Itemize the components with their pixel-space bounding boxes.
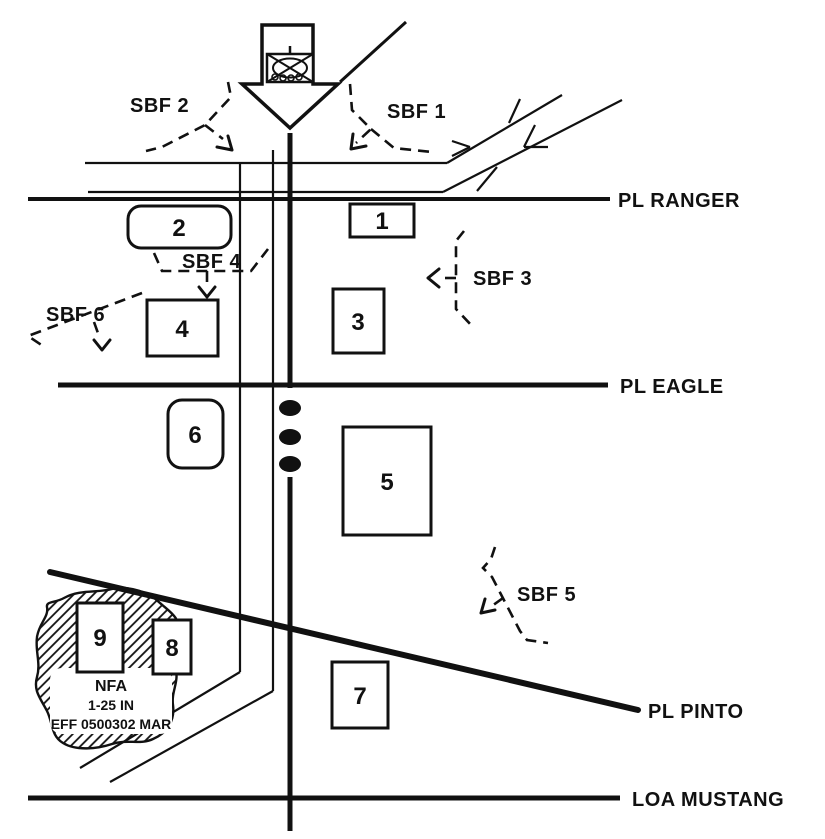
objective-boxes: 1 2 3 4 5 6 7 8 9 [75,202,433,730]
sbf-2-graphic: SBF 2 [130,81,234,153]
objective-box-5 [341,425,433,537]
sbf-5-label: SBF 5 [517,584,576,606]
box-3-label: 3 [351,309,364,336]
box-1-label: 1 [375,208,388,235]
box-9-label: 9 [93,625,106,652]
route-dot [279,456,301,472]
infantry-saltire [266,53,314,83]
sbf-2-line [204,123,224,141]
sbf-1-label: SBF 1 [387,101,446,123]
pl-eagle-label: PL EAGLE [620,376,724,398]
sbf-2-label: SBF 2 [130,95,189,117]
box-8-label: 8 [165,635,178,662]
road-tick [451,139,471,149]
sbf-2-line [145,81,233,153]
sbf-1-graphic: SBF 1 [348,83,446,154]
nfa-title: NFA [95,678,127,695]
pl-ranger-label: PL RANGER [618,190,740,212]
sbf-1-arrowhead [349,132,368,151]
sbf-graphics: SBF 1 SBF 2 SBF 3 SBF 4 SBF 5 [25,81,576,645]
route-dot [279,429,301,445]
sbf-5-line [491,596,504,608]
objective-box-6 [166,398,225,470]
sbf-3-line [454,230,474,328]
center-route-dots [279,400,301,472]
road-tick [476,166,498,192]
nfa-unit: 1-25 IN [88,697,134,713]
objective-box-9 [75,601,125,674]
box-7-label: 7 [353,683,366,710]
sbf-2-arrowhead [215,134,234,152]
nfa-effective-dtg: EFF 0500302 MAR [51,716,172,732]
nfa-text-panel [50,668,172,734]
sbf-1-line [370,127,433,154]
objective-box-4 [145,298,220,358]
sbf-4-arrowhead [197,285,217,299]
sbf-5-graphic: SBF 5 [479,546,576,645]
sbf-6-graphic: SBF 6 [25,291,143,352]
sbf-6-line [92,321,101,337]
center-route [279,133,301,831]
sbf-3-graphic: SBF 3 [426,230,532,328]
objective-box-2 [126,204,233,250]
sbf-6-line [25,291,143,350]
objective-box-3 [331,287,386,355]
mechanized-oval [272,57,308,79]
sbf-6-label: SBF 6 [46,304,105,326]
pl-pinto-line [47,569,641,713]
phase-lines: PL RANGER PL EAGLE PL PINTO LOA MUSTANG [28,190,784,811]
objective-box-1 [348,202,416,239]
box-4-label: 4 [175,316,189,343]
arrow-wing-overshoot [338,20,408,84]
track-wheel [279,74,287,82]
track-wheel [287,74,295,82]
sbf-1-line [348,83,373,144]
road-diagonal-upper [446,94,563,164]
track-wheel [271,73,279,81]
box-6-label: 6 [188,422,201,449]
road-tick [523,124,536,148]
sbf-4-graphic: SBF 4 [152,248,270,299]
box-2-label: 2 [172,215,185,242]
road-bend-right-edge [109,690,274,783]
sbf-6-arrowhead [92,338,112,352]
loa-mustang-label: LOA MUSTANG [632,789,784,811]
road-tick [508,98,521,124]
sbf-3-label: SBF 3 [473,268,532,290]
sbf-3-arrowhead [426,267,441,289]
axis-of-advance-arrow [237,20,408,131]
sbf-4-label: SBF 4 [182,251,242,273]
track-wheel [295,73,303,81]
road-tick [451,146,471,157]
mechanized-infantry-company-icon [265,46,315,84]
sbf-5-arrowhead [479,597,497,615]
route-dot [279,400,301,416]
pl-pinto-label: PL PINTO [648,701,744,723]
objective-box-8 [151,618,193,676]
box-5-label: 5 [380,469,393,496]
objective-box-7 [330,660,390,730]
sbf-5-line [481,546,549,645]
